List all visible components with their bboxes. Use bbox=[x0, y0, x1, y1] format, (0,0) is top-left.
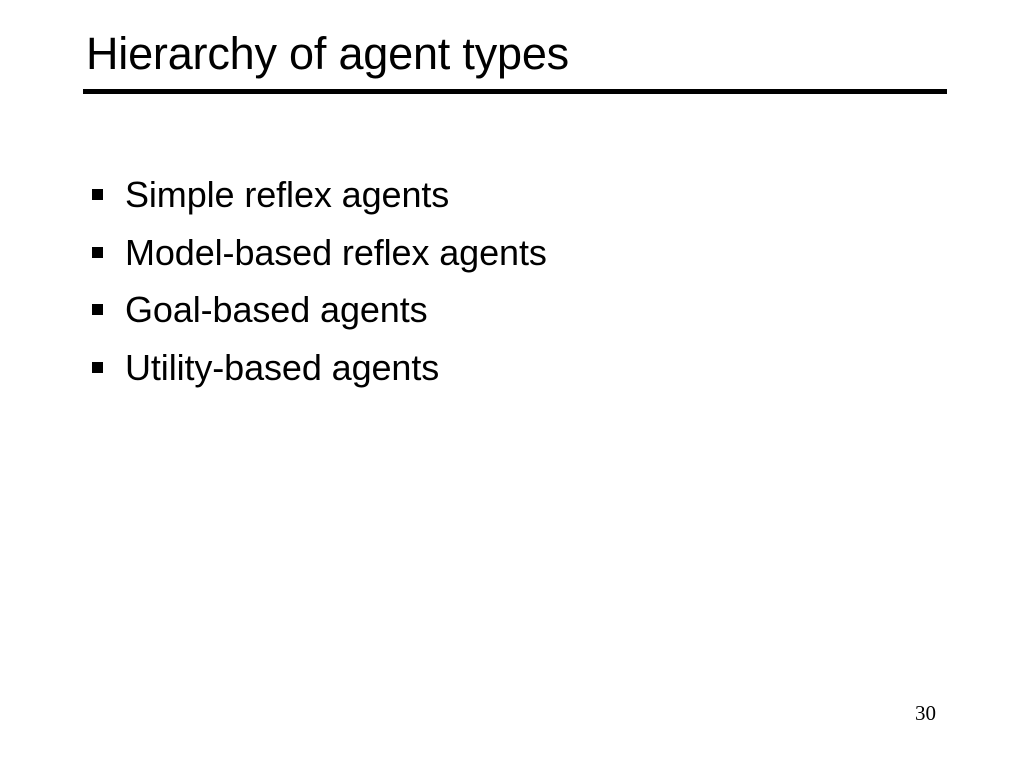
list-item-label: Simple reflex agents bbox=[125, 174, 450, 215]
square-bullet-icon bbox=[92, 361, 103, 373]
square-bullet-icon bbox=[92, 189, 103, 200]
list-item: Goal-based agents bbox=[92, 281, 882, 339]
list-item-label: Model-based reflex agents bbox=[125, 231, 547, 273]
title-underline-rule bbox=[83, 89, 947, 94]
list-item-label: Utility-based agents bbox=[125, 346, 440, 388]
list-item: Simple reflex agents bbox=[92, 166, 882, 224]
list-item: Model-based reflex agents bbox=[92, 224, 882, 282]
slide-title-block: Hierarchy of agent types bbox=[83, 28, 947, 94]
page-title: Hierarchy of agent types bbox=[86, 28, 569, 79]
square-bullet-icon bbox=[92, 304, 103, 315]
list-item: Utility-based agents bbox=[92, 339, 882, 397]
agent-types-bullet-list: Simple reflex agents Model-based reflex … bbox=[92, 166, 882, 396]
square-bullet-icon bbox=[92, 246, 103, 258]
list-item-label: Goal-based agents bbox=[125, 289, 428, 330]
page-number: 30 bbox=[915, 701, 936, 725]
